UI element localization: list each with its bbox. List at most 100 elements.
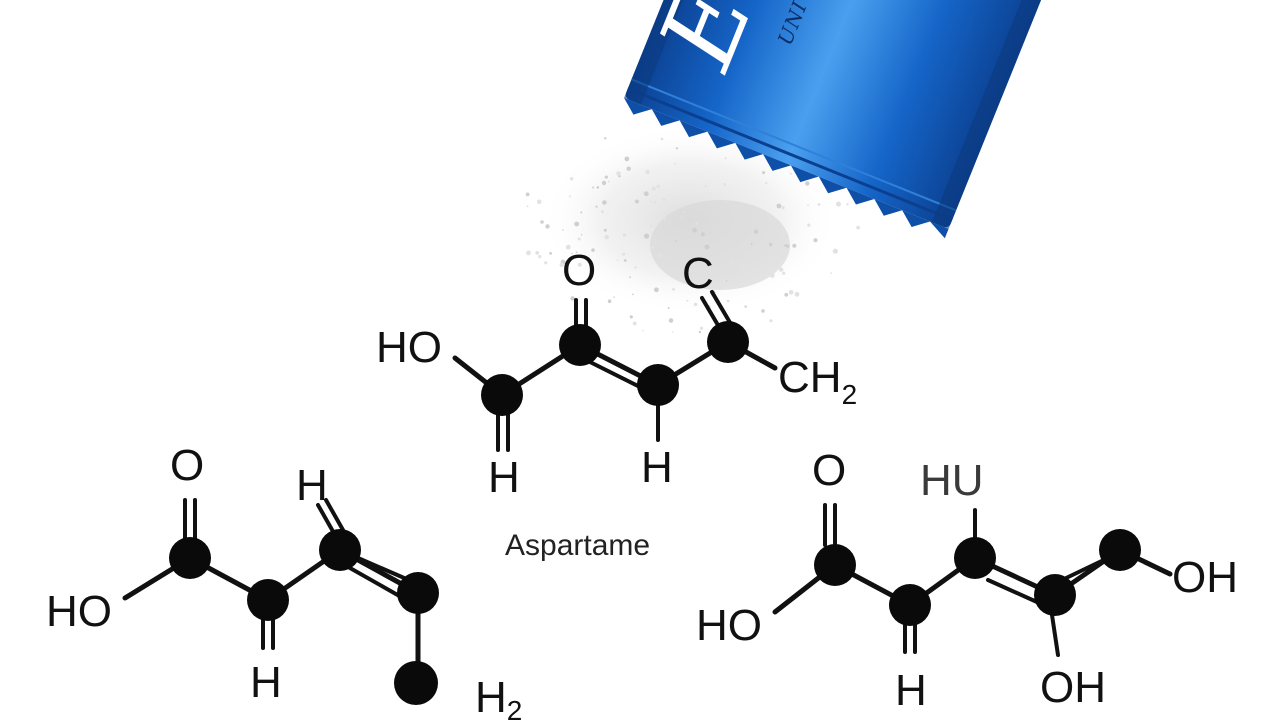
powder-speck	[724, 157, 727, 160]
powder-speck	[769, 242, 773, 247]
powder-speck	[725, 280, 728, 282]
packet-crimp-edge	[624, 78, 957, 239]
label-oxygen: O	[170, 441, 204, 490]
powder-speck	[626, 166, 631, 171]
powder-speck	[846, 203, 849, 206]
powder-speck	[616, 259, 619, 262]
sweetener-packet: Equa UNIVERSAL	[624, 0, 1046, 239]
powder-speck	[805, 181, 810, 186]
powder-speck	[776, 203, 782, 209]
powder-speck	[668, 318, 674, 323]
label-oxygen: O	[562, 246, 596, 295]
powder-speck	[784, 292, 789, 297]
powder-speck	[561, 229, 564, 231]
powder-speck	[632, 321, 637, 326]
carbon-atom	[559, 324, 601, 366]
powder-speck	[525, 192, 530, 197]
powder-speck	[604, 234, 609, 240]
label-ch: CH2	[778, 353, 857, 410]
powder-speck	[580, 233, 583, 236]
powder-speck	[568, 195, 571, 198]
carbon-atom	[481, 374, 523, 416]
powder-speck	[745, 244, 748, 247]
powder-speck	[629, 276, 631, 279]
molecule-right: O HU OH HO H OH	[696, 446, 1238, 715]
powder-speck	[692, 227, 697, 233]
powder-speck	[602, 200, 607, 205]
carbon-atom	[169, 537, 211, 579]
powder-speck	[674, 162, 676, 165]
powder-speck	[634, 199, 639, 204]
powder-speck	[704, 184, 707, 187]
powder-speck	[536, 199, 542, 205]
carbon-atom	[319, 529, 361, 571]
powder-speck	[788, 290, 794, 295]
powder-speck	[698, 330, 702, 334]
powder-speck	[601, 210, 604, 214]
sweetener-powder	[525, 125, 860, 334]
powder-speck	[769, 272, 775, 278]
powder-speck	[607, 180, 610, 183]
powder-speck	[772, 228, 775, 231]
powder-speck	[726, 299, 730, 303]
powder-speck	[695, 222, 699, 225]
powder-speck	[601, 180, 607, 186]
powder-speck	[817, 203, 821, 206]
powder-speck	[644, 233, 650, 239]
powder-speck	[675, 240, 678, 242]
powder-speck	[653, 200, 656, 204]
carbon-atom	[954, 537, 996, 579]
powder-speck	[680, 276, 685, 281]
powder-speck	[744, 305, 747, 308]
label-hydrogen: H	[641, 443, 673, 492]
molecule-left: O H HO H H2	[46, 441, 522, 720]
powder-speck	[789, 172, 792, 175]
powder-speck	[575, 251, 578, 254]
powder-speck	[813, 238, 818, 243]
powder-speck	[792, 243, 797, 248]
powder-speck	[662, 197, 666, 202]
powder-speck	[577, 262, 582, 267]
powder-speck	[651, 186, 656, 191]
powder-speck	[571, 252, 573, 255]
powder-speck	[832, 248, 838, 254]
powder-speck	[856, 225, 860, 230]
powder-speck	[656, 184, 660, 189]
powder-speck	[672, 288, 675, 291]
label-hydrogen: H	[895, 666, 927, 715]
carbon-atom	[889, 584, 931, 626]
powder-speck	[663, 217, 667, 221]
powder-speck	[769, 319, 773, 323]
powder-speck	[762, 171, 766, 175]
powder-speck	[750, 243, 753, 245]
carbon-atom	[637, 364, 679, 406]
label-h2: H2	[475, 673, 522, 720]
powder-speck	[544, 261, 548, 265]
powder-speck	[607, 299, 612, 304]
powder-speck	[616, 171, 621, 176]
powder-speck	[651, 245, 655, 250]
powder-speck	[807, 204, 809, 207]
powder-speck	[763, 265, 765, 267]
powder-speck	[761, 309, 765, 313]
carbon-atom	[394, 661, 438, 705]
label-hydrogen: H	[296, 461, 328, 510]
powder-speck	[667, 307, 670, 309]
powder-speck	[570, 177, 574, 181]
label-ho: HO	[696, 601, 762, 650]
powder-speck	[603, 228, 607, 232]
powder-speck	[779, 267, 784, 272]
powder-speck	[649, 200, 652, 203]
label-hu: HU	[920, 456, 984, 505]
powder-speck	[680, 216, 683, 218]
powder-speck	[632, 293, 634, 296]
carbon-atom	[247, 579, 289, 621]
powder-speck	[570, 296, 575, 301]
powder-speck	[629, 315, 633, 319]
powder-speck	[784, 244, 788, 247]
powder-speck	[830, 272, 833, 274]
label-ho: HO	[46, 587, 112, 636]
powder-speck	[595, 205, 598, 208]
powder-speck	[540, 220, 544, 224]
powder-speck	[730, 259, 733, 263]
